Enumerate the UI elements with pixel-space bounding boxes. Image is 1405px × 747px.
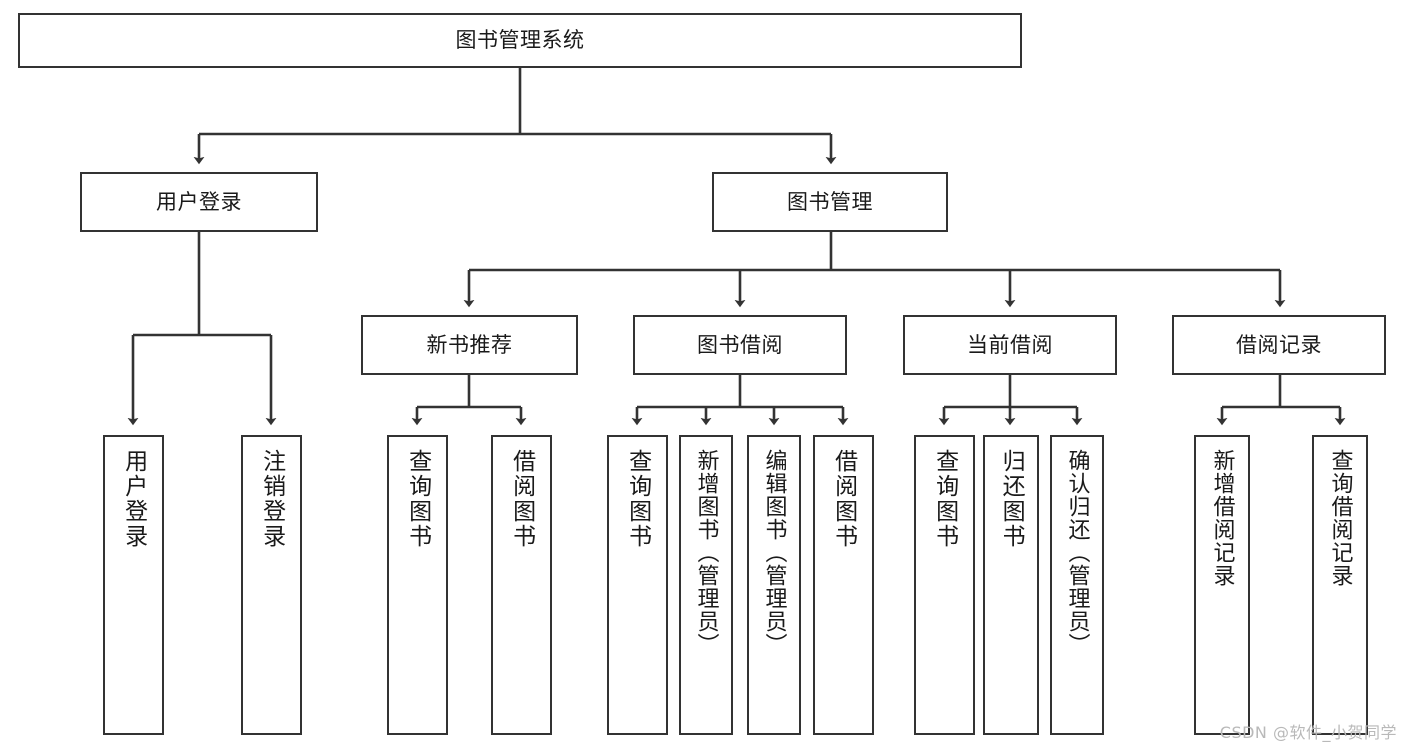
leaf-add-record-label: 新增借阅记录	[1209, 449, 1235, 587]
leaf-return-book[interactable]: 归还图书	[983, 435, 1039, 735]
node-root[interactable]: 图书管理系统	[18, 13, 1022, 68]
watermark-text: CSDN @软件_小贺同学	[1219, 723, 1397, 742]
node-book-manage[interactable]: 图书管理	[712, 172, 948, 232]
leaf-user-logout[interactable]: 注销登录	[241, 435, 302, 735]
leaf-query-book-1[interactable]: 查询图书	[387, 435, 448, 735]
leaf-user-login[interactable]: 用户登录	[103, 435, 164, 735]
leaf-query-book-2[interactable]: 查询图书	[607, 435, 668, 735]
node-new-book-recommend[interactable]: 新书推荐	[361, 315, 578, 375]
leaf-borrow-book-2[interactable]: 借阅图书	[813, 435, 874, 735]
leaf-query-record-label: 查询借阅记录	[1327, 449, 1353, 587]
leaf-confirm-return-label: 确认归还（管理员）	[1064, 449, 1090, 656]
node-current-borrow-label: 当前借阅	[967, 332, 1053, 357]
node-book-borrow-label: 图书借阅	[697, 332, 783, 357]
leaf-user-login-label: 用户登录	[120, 449, 147, 549]
node-new-book-recommend-label: 新书推荐	[426, 332, 513, 357]
node-borrow-record-label: 借阅记录	[1236, 332, 1322, 357]
leaf-query-book-1-label: 查询图书	[404, 449, 431, 549]
node-user-login-label: 用户登录	[156, 189, 242, 214]
leaf-query-record[interactable]: 查询借阅记录	[1312, 435, 1368, 735]
leaf-query-book-3-label: 查询图书	[931, 449, 958, 549]
node-user-login[interactable]: 用户登录	[80, 172, 318, 232]
leaf-edit-book-label: 编辑图书（管理员）	[761, 449, 787, 656]
leaf-user-logout-label: 注销登录	[258, 449, 285, 549]
leaf-edit-book[interactable]: 编辑图书（管理员）	[747, 435, 801, 735]
node-root-label: 图书管理系统	[455, 28, 585, 53]
node-book-manage-label: 图书管理	[787, 189, 873, 214]
leaf-add-book[interactable]: 新增图书（管理员）	[679, 435, 733, 735]
leaf-return-book-label: 归还图书	[998, 449, 1025, 549]
leaf-borrow-book-1[interactable]: 借阅图书	[491, 435, 552, 735]
leaf-confirm-return[interactable]: 确认归还（管理员）	[1050, 435, 1104, 735]
leaf-borrow-book-2-label: 借阅图书	[830, 449, 857, 549]
node-book-borrow[interactable]: 图书借阅	[633, 315, 847, 375]
leaf-borrow-book-1-label: 借阅图书	[508, 449, 535, 549]
leaf-add-book-label: 新增图书（管理员）	[693, 449, 719, 656]
node-borrow-record[interactable]: 借阅记录	[1172, 315, 1386, 375]
leaf-add-record[interactable]: 新增借阅记录	[1194, 435, 1250, 735]
node-current-borrow[interactable]: 当前借阅	[903, 315, 1117, 375]
leaf-query-book-3[interactable]: 查询图书	[914, 435, 975, 735]
leaf-query-book-2-label: 查询图书	[624, 449, 651, 549]
